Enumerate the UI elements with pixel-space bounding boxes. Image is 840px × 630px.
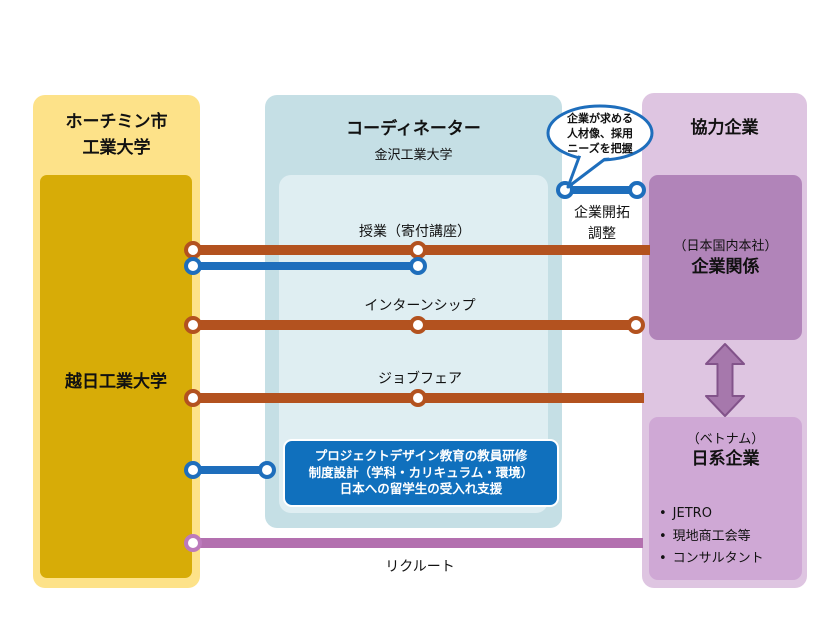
list-item-label: JETRO (672, 506, 712, 521)
connector-dot (184, 534, 202, 552)
connector-dot (184, 257, 202, 275)
bullet-icon: • (659, 506, 667, 521)
lecture-line-blue (193, 262, 418, 270)
jobfair-label: ジョブフェア (378, 371, 462, 387)
list-item: • コンサルタント (659, 548, 802, 571)
speech-bubble-line2: 人材像、採用 (567, 127, 633, 140)
internship-label: インターンシップ (364, 298, 476, 314)
vietnam-subtitle: （ベトナム） (686, 432, 765, 447)
speech-bubble-line1: 企業が求める (567, 112, 633, 125)
program-line2: 制度設計（学科・カリキュラム・環境） (308, 464, 534, 480)
recruit-line (193, 538, 643, 548)
connector-dot (627, 316, 645, 334)
japan-hq-subtitle: （日本国内本社） (673, 238, 778, 254)
japan-hq-box: （日本国内本社） 企業関係 (649, 175, 802, 340)
connector-dot (184, 461, 202, 479)
bullet-icon: • (659, 551, 667, 566)
connector-dot (628, 181, 646, 199)
list-item-label: 現地商工会等 (672, 528, 751, 544)
hcm-university-title-line1: ホーチミン市 (65, 112, 168, 132)
connector-dot (409, 316, 427, 334)
lecture-label: 授業（寄付講座） (359, 224, 471, 240)
recruit-label: リクルート (385, 559, 455, 575)
speech-bubble-text: 企業が求める 人材像、採用 ニーズを把握 (548, 111, 652, 156)
development-label-line2: 調整 (588, 226, 616, 242)
connector-dot (184, 316, 202, 334)
coordinator-subtitle: 金沢工業大学 (374, 148, 453, 163)
connector-dot (409, 389, 427, 407)
vietnam-title: 日系企業 (691, 449, 760, 469)
development-line-blue (565, 186, 638, 194)
etsunichi-university-label: 越日工業大学 (65, 372, 167, 392)
connector-dot (409, 257, 427, 275)
japan-hq-title: 企業関係 (691, 256, 760, 277)
development-label: 企業開拓 調整 (557, 203, 647, 245)
program-box: プロジェクトデザイン教育の教員研修 制度設計（学科・カリキュラム・環境） 日本へ… (283, 439, 559, 507)
program-line1: プロジェクトデザイン教育の教員研修 (314, 448, 528, 464)
program-link-line (193, 466, 268, 474)
hcm-university-title-line2: 工業大学 (82, 138, 151, 158)
hcm-university-title: ホーチミン市 工業大学 (33, 109, 200, 161)
connector-dot (184, 389, 202, 407)
development-label-line1: 企業開拓 (574, 205, 630, 221)
speech-bubble-icon (546, 104, 654, 189)
vietnam-companies-box: （ベトナム） 日系企業 • JETRO • 現地商工会等 • コンサルタント (649, 417, 802, 580)
list-item: • JETRO (659, 503, 802, 526)
coordinator-title: コーディネーター (346, 119, 481, 139)
list-item: • 現地商工会等 (659, 526, 802, 549)
list-item-label: コンサルタント (672, 551, 764, 566)
vietnam-bullet-list: • JETRO • 現地商工会等 • コンサルタント (649, 503, 802, 571)
program-line3: 日本への留学生の受入れ支援 (339, 481, 503, 497)
partner-companies-title: 協力企業 (690, 118, 759, 138)
etsunichi-university-box: 越日工業大学 (40, 175, 192, 578)
bullet-icon: • (659, 528, 667, 544)
speech-bubble-line3: ニーズを把握 (567, 142, 633, 155)
double-arrow-icon (705, 343, 745, 417)
connector-dot (258, 461, 276, 479)
